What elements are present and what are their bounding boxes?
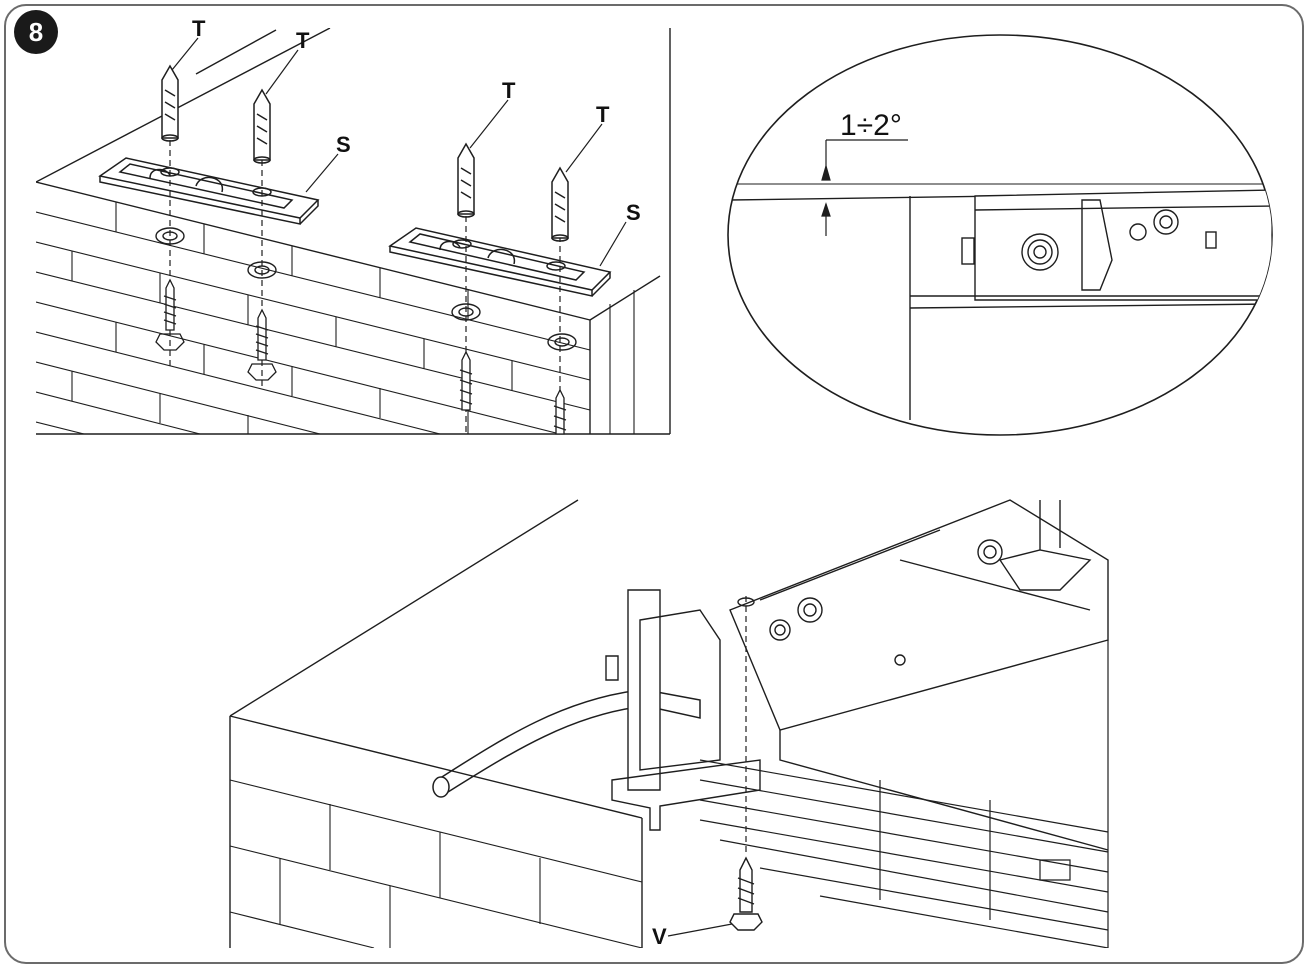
- mounting-bracket: [605, 589, 761, 831]
- brick-joints: [71, 202, 635, 434]
- label-plate-left: S: [336, 132, 351, 157]
- mounting-plate-left: [98, 157, 320, 225]
- cable-conduit: [432, 689, 701, 798]
- screw-right-1: [459, 350, 473, 411]
- screw-left-2: [247, 308, 277, 381]
- wall-plug-2: [253, 88, 271, 164]
- wall-holes: [155, 227, 577, 351]
- figure-frame: [4, 4, 1304, 964]
- wall-plug-1: [161, 64, 179, 142]
- screw-left-1: [155, 278, 185, 351]
- leader-line-screw-v: [667, 923, 733, 937]
- wall-block: [229, 499, 643, 948]
- label-screw-v: V: [652, 924, 667, 949]
- screw-right-2: [553, 388, 567, 435]
- top-left-panel: [36, 28, 671, 435]
- gate-motor: [729, 499, 1109, 851]
- label-plate-right: S: [626, 200, 641, 225]
- label-plug-3: T: [502, 78, 516, 103]
- wall-top-front-edge: [36, 181, 591, 321]
- gate-rack: [699, 640, 1109, 948]
- wall-top-right-edge: [589, 275, 661, 321]
- wall-top-edge-line: [195, 29, 277, 75]
- detail-oval: [727, 34, 1273, 436]
- angle-dimension: [821, 139, 908, 236]
- label-plug-4: T: [596, 102, 610, 127]
- wall-bricks: [229, 779, 643, 948]
- mounting-plate-right: [388, 227, 612, 297]
- step-badge: 8: [14, 10, 58, 54]
- leader-lines-top: [171, 37, 627, 267]
- bottom-scene: [229, 499, 1109, 948]
- label-plug-1: T: [192, 16, 206, 41]
- wall-plug-4: [551, 166, 569, 242]
- screw-v-alignment: [737, 596, 755, 856]
- label-plug-2: T: [296, 28, 310, 53]
- brick-courses: [36, 211, 591, 434]
- angle-label: 1÷2°: [840, 109, 902, 142]
- wall-plug-3: [457, 142, 475, 218]
- rail-bottom: [909, 303, 1272, 309]
- screw-v: [729, 856, 763, 931]
- wall-top-edge-back: [36, 28, 331, 183]
- motor-housing: [961, 189, 1272, 301]
